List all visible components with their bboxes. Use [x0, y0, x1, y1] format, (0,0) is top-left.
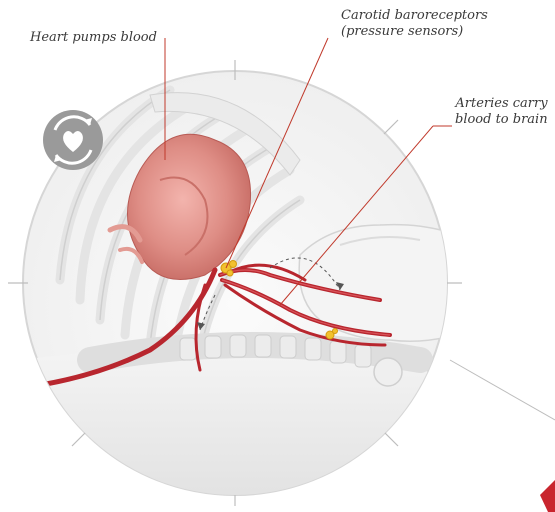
carotid-label: Carotid baroreceptors (pressure sensors) — [341, 8, 488, 40]
next-panel-edge — [540, 480, 555, 512]
heart-label-text: Heart pumps blood — [30, 30, 157, 46]
arteries-label-line1: Arteries carry — [455, 96, 548, 112]
carotid-label-line1: Carotid baroreceptors — [341, 8, 488, 24]
arteries-label: Arteries carry blood to brain — [455, 96, 548, 128]
arteries-label-line2: blood to brain — [455, 112, 548, 128]
heart-cycle-icon — [43, 110, 103, 170]
heart-label: Heart pumps blood — [30, 30, 157, 46]
carotid-label-line2: (pressure sensors) — [341, 24, 488, 40]
